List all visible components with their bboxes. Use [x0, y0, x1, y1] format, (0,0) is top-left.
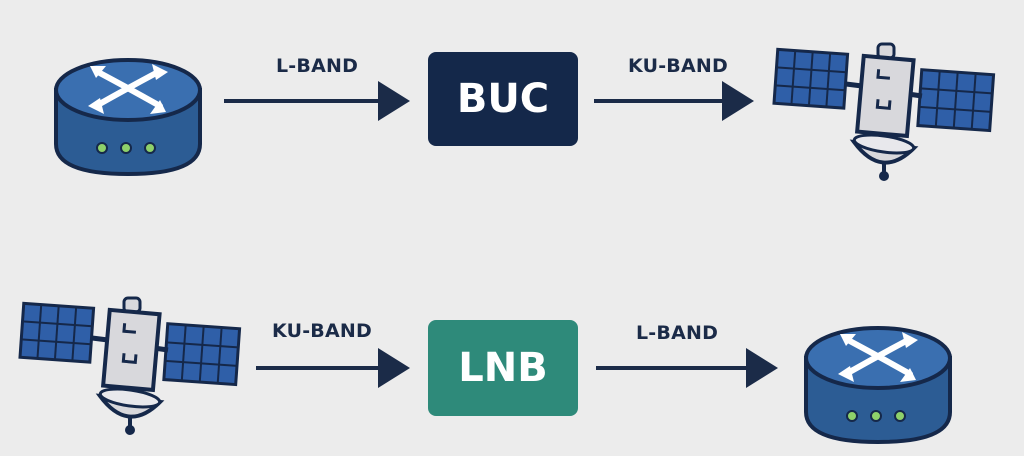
uplink-label-1: L-BAND: [276, 55, 359, 77]
uplink-label-2: KU-BAND: [628, 55, 728, 77]
downlink-label-2: L-BAND: [636, 322, 719, 344]
downlink-label-1: KU-BAND: [272, 320, 372, 342]
satellite-icon-top: [774, 44, 994, 181]
lnb-box: LNB: [428, 320, 578, 416]
router-icon-bottom: [806, 328, 950, 442]
buc-box: BUC: [428, 52, 578, 146]
router-icon-top: [56, 60, 200, 174]
satellite-icon-bottom: [20, 298, 240, 435]
